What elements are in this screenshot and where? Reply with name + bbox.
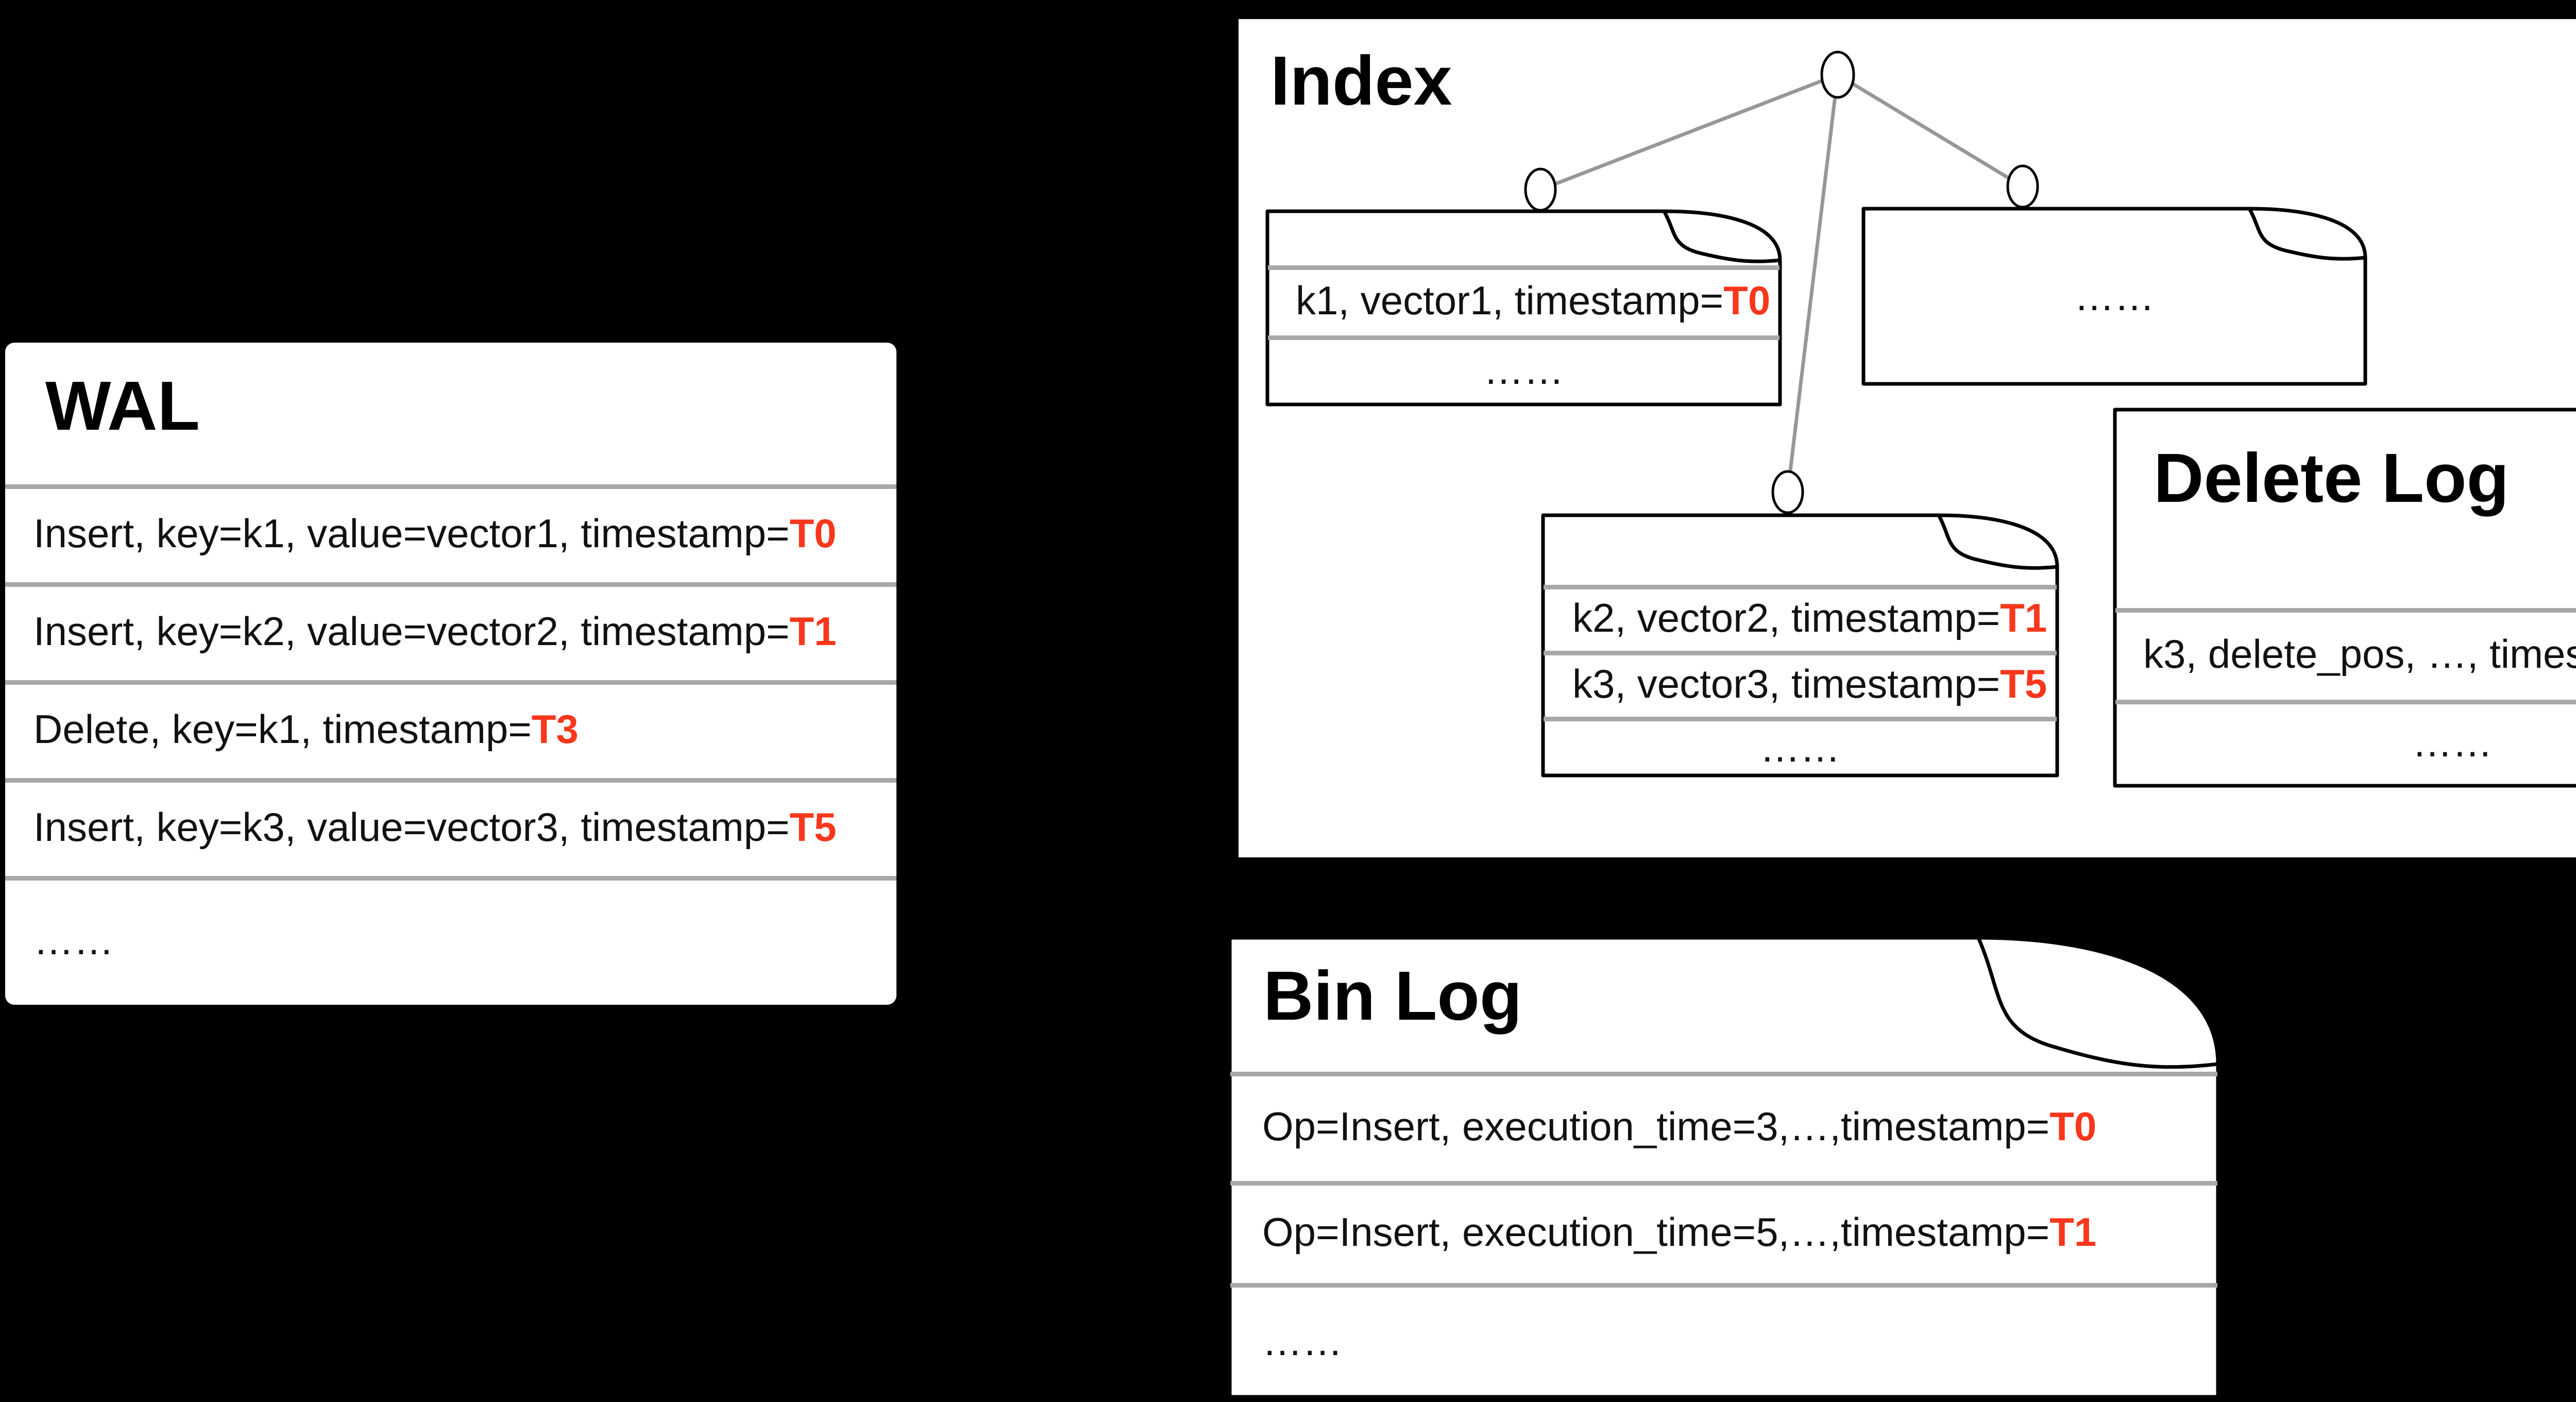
- timestamp-highlight: T0: [2049, 1104, 2097, 1149]
- bin-log-row-ellipsis: ……: [1227, 1283, 2221, 1399]
- delete-log-row: k3, delete_pos, …, timestamp=T3: [2112, 608, 2576, 700]
- divider: [1268, 265, 1780, 270]
- segment-row-ellipsis: ……: [1861, 206, 2368, 386]
- delete-log-row-text: k3, delete_pos, …, timestamp=: [2143, 631, 2576, 677]
- wal-title: WAL: [45, 367, 200, 445]
- divider: [2115, 608, 2576, 613]
- divider: [1268, 335, 1780, 340]
- ellipsis-text: ……: [1483, 347, 1564, 393]
- bin-log-title: Bin Log: [1263, 957, 1522, 1035]
- index-title: Index: [1270, 42, 1452, 120]
- segment-row-ellipsis: ……: [1540, 717, 2060, 778]
- delete-log-row-ellipsis: ……: [2112, 700, 2576, 785]
- segment-row-text: k3, vector3, timestamp=: [1572, 661, 2001, 706]
- timestamp-highlight: T3: [531, 706, 579, 752]
- timestamp-highlight: T5: [789, 804, 837, 850]
- bin-log-row-text: Op=Insert, execution_time=3,…,timestamp=: [1262, 1104, 2050, 1149]
- timestamp-highlight: T0: [789, 511, 837, 556]
- divider: [1544, 585, 2057, 589]
- divider: [5, 876, 896, 881]
- segment-row: k1, vector1, timestamp=T0: [1265, 265, 1783, 335]
- note-outline: [1861, 207, 2367, 386]
- timestamp-highlight: T0: [1723, 278, 1771, 323]
- segment-row: k2, vector2, timestamp=T1: [1540, 585, 2060, 651]
- divider: [1230, 1072, 2217, 1076]
- timestamp-highlight: T1: [2049, 1209, 2097, 1255]
- delete-log-doc: Delete Log k3, delete_pos, …, timestamp=…: [2112, 407, 2576, 788]
- ellipsis-text: ……: [33, 918, 114, 963]
- wal-row: Delete, key=k1, timestamp=T3: [5, 680, 896, 778]
- wal-row: Insert, key=k1, value=vector1, timestamp…: [5, 484, 896, 582]
- wal-row: Insert, key=k2, value=vector2, timestamp…: [5, 582, 896, 680]
- divider: [1230, 1283, 2217, 1288]
- ellipsis-text: ……: [1262, 1319, 1343, 1364]
- ellipsis-text: ……: [1760, 724, 1840, 770]
- note-outline: [1265, 209, 1782, 407]
- segment-row: k3, vector3, timestamp=T5: [1540, 651, 2060, 717]
- wal-panel: WAL Insert, key=k1, value=vector1, times…: [5, 343, 896, 1005]
- timestamp-highlight: T1: [789, 609, 837, 654]
- wal-row-ellipsis: ……: [5, 876, 896, 1005]
- timestamp-highlight: T1: [2000, 595, 2047, 640]
- wal-row-text: Insert, key=k2, value=vector2, timestamp…: [33, 609, 790, 654]
- note-outline: [2113, 408, 2576, 788]
- segment-row-text: k2, vector2, timestamp=: [1572, 595, 2001, 640]
- timestamp-highlight: T5: [2000, 661, 2047, 706]
- bin-log-row: Op=Insert, execution_time=5,…,timestamp=…: [1227, 1181, 2221, 1283]
- index-segment-doc-3: k2, vector2, timestamp=T1 k3, vector3, t…: [1540, 513, 2060, 778]
- segment-row-text: k1, vector1, timestamp=: [1296, 278, 1724, 323]
- ellipsis-text: ……: [2412, 720, 2493, 765]
- divider: [5, 680, 896, 685]
- divider: [1230, 1181, 2217, 1186]
- wal-row-text: Delete, key=k1, timestamp=: [33, 706, 532, 752]
- segment-row-ellipsis: ……: [1265, 335, 1783, 404]
- divider: [1544, 651, 2057, 655]
- bin-log-row-text: Op=Insert, execution_time=5,…,timestamp=: [1262, 1209, 2050, 1255]
- bin-log-doc: Bin Log Op=Insert, execution_time=3,…,ti…: [1227, 935, 2221, 1399]
- index-segment-doc-2: ……: [1861, 206, 2368, 386]
- note-outline: [1541, 513, 2059, 778]
- wal-row-text: Insert, key=k1, value=vector1, timestamp…: [33, 511, 790, 556]
- wal-row: Insert, key=k3, value=vector3, timestamp…: [5, 778, 896, 876]
- index-segment-doc-1: k1, vector1, timestamp=T0 ……: [1265, 209, 1783, 407]
- delete-log-title: Delete Log: [2154, 439, 2510, 517]
- divider: [5, 582, 896, 587]
- divider: [1544, 717, 2057, 721]
- divider: [2115, 700, 2576, 704]
- bin-log-row: Op=Insert, execution_time=3,…,timestamp=…: [1227, 1072, 2221, 1181]
- ellipsis-text: ……: [2074, 274, 2155, 319]
- divider: [5, 778, 896, 783]
- note-outline: [1228, 936, 2220, 1399]
- divider: [5, 484, 896, 489]
- wal-row-text: Insert, key=k3, value=vector3, timestamp…: [33, 804, 790, 850]
